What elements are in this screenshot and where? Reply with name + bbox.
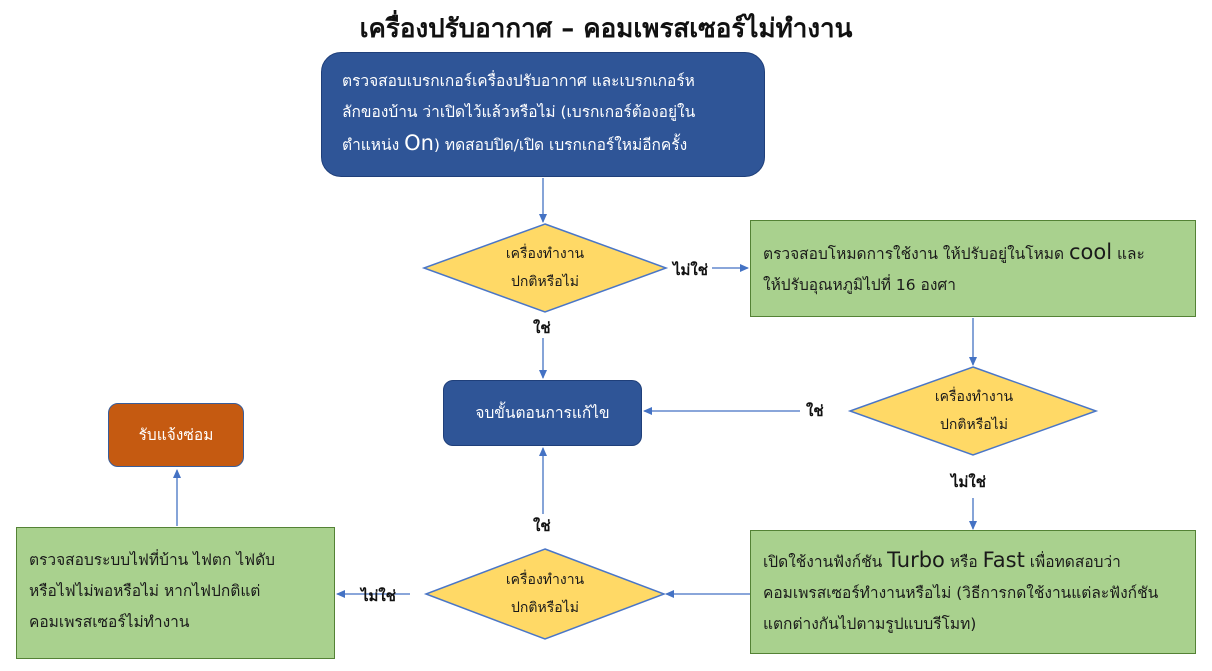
decision-1-text: เครื่องทำงาน ปกติหรือไม่: [505, 246, 585, 290]
check-power-line-1: ตรวจสอบระบบไฟที่บ้าน ไฟตก ไฟดับ: [29, 551, 275, 569]
check-power-box: ตรวจสอบระบบไฟที่บ้าน ไฟตก ไฟดับ หรือไฟไม…: [16, 527, 335, 659]
turbo-box: เปิดใช้งานฟังก์ชัน Turbo หรือ Fast เพื่อ…: [750, 530, 1196, 654]
check-mode-line-2: ให้ปรับอุณหภูมิไปที่ 16 องศา: [763, 276, 956, 294]
decision-diamond-3: [423, 548, 667, 640]
check-mode-box: ตรวจสอบโหมดการใช้งาน ให้ปรับอยู่ในโหมด c…: [750, 220, 1196, 317]
decision-diamond-1: [421, 223, 669, 313]
check-power-line-2: หรือไฟไม่พอหรือไม่ หากไฟปกติแต่: [29, 582, 261, 600]
end-label: จบขั้นตอนการแก้ไข: [475, 403, 610, 422]
check-breaker-line-2: ลักของบ้าน ว่าเปิดไว้แล้วหรือไม่ (เบรกเก…: [342, 103, 696, 121]
decision-diamond-2: [847, 366, 1099, 456]
check-power-line-3: คอมเพรสเซอร์ไม่ทำงาน: [29, 613, 190, 631]
check-breaker-line-1: ตรวจสอบเบรกเกอร์เครื่องปรับอากาศ และเบรก…: [342, 72, 695, 90]
page-title: เครื่องปรับอากาศ – คอมเพรสเซอร์ไม่ทำงาน: [359, 14, 853, 44]
check-breaker-line-3: ตำแหน่ง On) ทดสอบปิด/เปิด เบรกเกอร์ใหม่อ…: [342, 131, 688, 155]
repair-box: รับแจ้งซ่อม: [108, 403, 244, 467]
repair-label: รับแจ้งซ่อม: [138, 425, 214, 444]
turbo-line-2: คอมเพรสเซอร์ทำงานหรือไม่ (วิธีการกดใช้งา…: [763, 584, 1159, 602]
end-box: จบขั้นตอนการแก้ไข: [443, 380, 642, 446]
d1-yes-label: ใช่: [533, 319, 551, 337]
d3-yes-label: ใช่: [533, 517, 551, 535]
check-breaker-box: ตรวจสอบเบรกเกอร์เครื่องปรับอากาศ และเบรก…: [321, 52, 765, 177]
decision-3-text: เครื่องทำงาน ปกติหรือไม่: [505, 572, 585, 616]
d2-no-label: ไม่ใช่: [951, 473, 986, 491]
decision-2-text: เครื่องทำงาน ปกติหรือไม่: [934, 389, 1014, 433]
check-mode-line-1: ตรวจสอบโหมดการใช้งาน ให้ปรับอยู่ในโหมด c…: [763, 240, 1145, 264]
d2-yes-label: ใช่: [806, 402, 824, 420]
turbo-line-3: แตกต่างกันไปตามรูปแบบรีโมท): [763, 615, 977, 633]
turbo-line-1: เปิดใช้งานฟังก์ชัน Turbo หรือ Fast เพื่อ…: [763, 548, 1121, 572]
d3-no-label: ไม่ใช่: [361, 587, 396, 605]
d1-no-label: ไม่ใช่: [673, 261, 708, 279]
